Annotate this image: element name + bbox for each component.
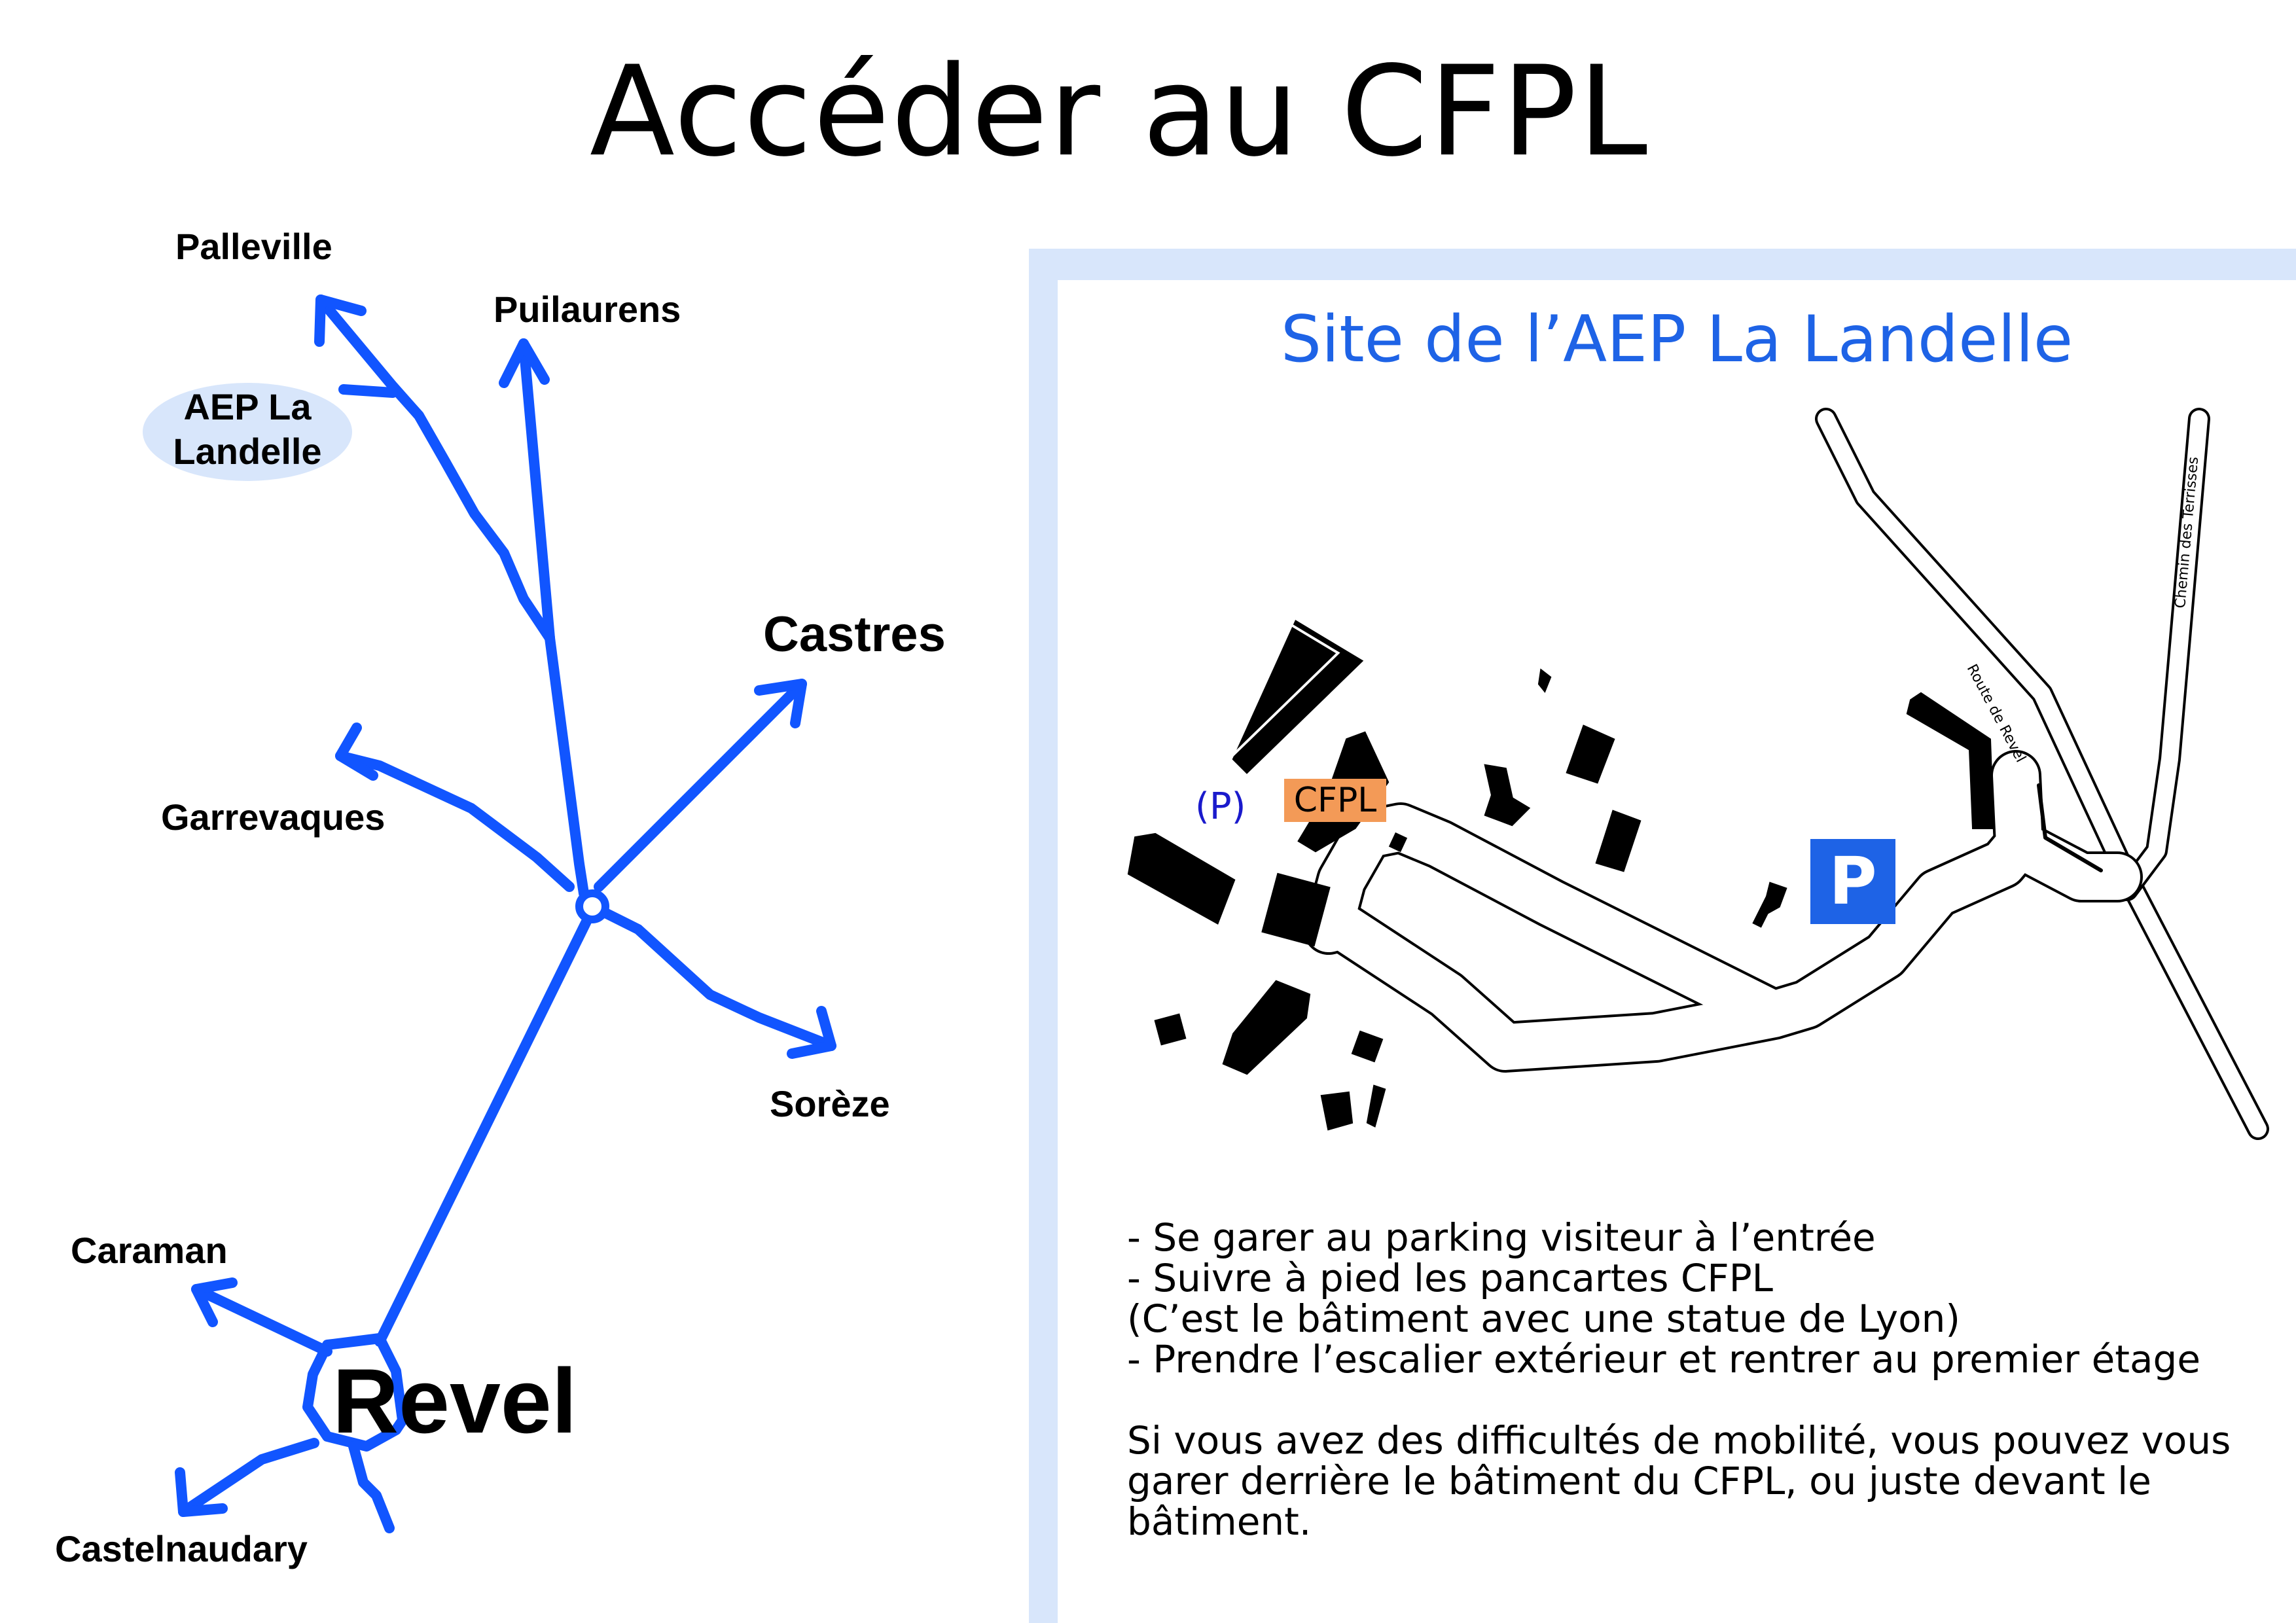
cfpl-label: CFPL (1284, 779, 1386, 822)
arrow-garrevaques (335, 722, 378, 781)
parking-label-small: (P) (1195, 785, 1246, 828)
building-block-b (1595, 810, 1641, 872)
route-revel-roundabout (374, 911, 594, 1347)
place-soreze: Sorèze (770, 1083, 890, 1124)
instruction-line: - Prendre l’escalier extérieur et rentre… (1127, 1337, 2201, 1382)
arrow-caraman (191, 1277, 238, 1327)
instruction-line: (C’est le bâtiment avec une statue de Ly… (1127, 1296, 1960, 1341)
route-garrevaques (335, 751, 575, 892)
roundabout (575, 889, 609, 923)
instruction-line: - Se garer au parking visiteur à l’entré… (1127, 1215, 1876, 1260)
arrow-puilaurens (499, 338, 550, 388)
building-tiny (1388, 832, 1408, 853)
place-garrevaques: Garrevaques (161, 796, 386, 838)
route-soreze (600, 908, 836, 1051)
place-castres: Castres (763, 607, 946, 662)
routes (175, 294, 836, 1533)
place-castelnaudary: Castelnaudary (55, 1528, 308, 1569)
overview-map (143, 294, 836, 1533)
building-i (1752, 882, 1787, 928)
building-east-l (1906, 692, 1995, 829)
site-title: Site de l’AEP La Landelle (1280, 302, 2073, 377)
place-puilaurens: Puilaurens (493, 289, 681, 330)
route-aep-spur (338, 384, 398, 398)
building-square (1261, 872, 1331, 947)
route-puilaurens (518, 338, 555, 643)
road-outlines (1303, 408, 2269, 1140)
arrow-castelnaudary (175, 1467, 228, 1517)
mobility-note: Si vous avez des difficultés de mobilité… (1127, 1418, 2231, 1544)
route-north (545, 633, 589, 899)
building-west (1127, 832, 1236, 925)
building-notch (1484, 764, 1531, 827)
arrow-palleville (314, 294, 367, 347)
place-caraman: Caraman (71, 1230, 228, 1271)
revel-ring (302, 1333, 408, 1452)
arrow-castres (754, 679, 807, 728)
building-south-long (1222, 980, 1311, 1075)
instruction-line: - Suivre à pied les pancartes CFPL (1127, 1256, 1773, 1300)
building-small-s2 (1320, 1091, 1354, 1131)
building-small-s1 (1351, 1030, 1384, 1063)
building-small-sw (1154, 1013, 1187, 1046)
route-castres (594, 679, 807, 892)
route-south (348, 1441, 395, 1533)
parking-icon: P (1810, 839, 1895, 924)
arrow-soreze (787, 1006, 836, 1059)
building-long-north (1232, 620, 1364, 774)
page-title: Accéder au CFPL (589, 39, 1649, 184)
buildings (1127, 613, 1995, 1131)
place-palleville: Palleville (175, 226, 332, 267)
access-instructions: - Se garer au parking visiteur à l’entré… (1127, 1217, 2266, 1542)
route-caraman (191, 1284, 332, 1357)
place-aep-la-landelle: AEP La Landelle (173, 386, 322, 472)
route-castelnaudary (178, 1438, 319, 1517)
place-revel: Revel (332, 1349, 577, 1452)
aep-highlight (143, 383, 352, 481)
building-sliver (1537, 668, 1552, 693)
building-block-a (1566, 724, 1615, 784)
building-small-s3 (1366, 1084, 1386, 1128)
